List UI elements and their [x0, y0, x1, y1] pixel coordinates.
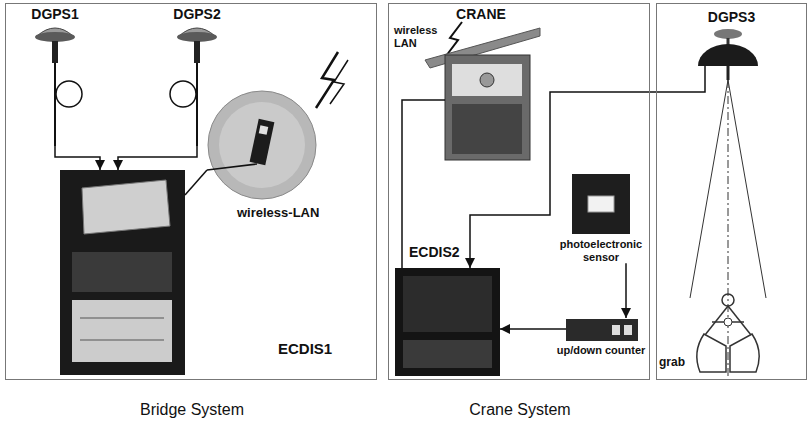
sensor-picture — [572, 174, 630, 234]
circle-shade — [219, 102, 305, 188]
node-label: ECDIS2 — [409, 244, 460, 260]
wire — [556, 328, 566, 330]
cone-line — [728, 80, 766, 298]
system-panel: CRANE ECDIS2 photoelectronic sensor up/down… — [388, 3, 650, 380]
cable — [54, 63, 56, 146]
antenna-pole — [727, 66, 730, 80]
adapter-light — [259, 125, 268, 134]
system-panel: DGPS1DGPS2wireless-LANECDIS1Bridge Syste… — [5, 3, 377, 380]
ecdis-unit: ECDIS2 — [395, 268, 500, 376]
antenna-base — [177, 32, 217, 42]
screen — [82, 180, 170, 234]
cone-line — [690, 80, 728, 298]
connector — [55, 146, 100, 170]
sensor-head — [588, 196, 614, 212]
connector — [625, 263, 627, 318]
wireless-adapter — [250, 119, 275, 165]
node-label: up/down counter — [556, 344, 646, 357]
counter-picture — [566, 319, 638, 341]
keyboard — [403, 340, 492, 368]
wire — [657, 66, 705, 92]
wireless-label: wireless LAN — [394, 24, 444, 49]
antenna-top — [714, 29, 742, 39]
gps-antenna — [657, 29, 758, 92]
node-label: ECDIS1 — [278, 340, 332, 357]
sensor-unit: photoelectronic sensor — [556, 172, 646, 263]
wireless-lan-device: wireless-LAN — [207, 90, 317, 200]
connector — [470, 92, 656, 268]
antenna-dome — [698, 44, 758, 66]
grab-jaw — [697, 334, 726, 372]
node-label: wireless-LAN — [237, 206, 319, 221]
ecdis-unit: ECDIS1 — [60, 170, 185, 375]
gps-antenna: DGPS1 — [18, 6, 92, 146]
counter-button — [612, 325, 620, 335]
node-label: DGPS1 — [18, 6, 92, 22]
panel — [72, 252, 172, 292]
center-line — [728, 80, 729, 376]
part-label: grab — [659, 356, 685, 370]
cable-coil — [170, 81, 196, 107]
circle-shape — [208, 91, 316, 199]
counter-button — [624, 325, 632, 335]
gps-antenna — [35, 28, 82, 146]
cable-coil — [56, 81, 82, 107]
antenna-pole — [194, 41, 200, 63]
node-label: DGPS3 — [657, 9, 806, 25]
gps-antenna — [170, 28, 217, 146]
drawer-line — [80, 318, 164, 319]
grab-picture — [690, 80, 766, 376]
connector — [500, 328, 556, 330]
connector — [402, 100, 420, 268]
sheave — [722, 294, 734, 306]
crane-cab — [445, 55, 530, 160]
node-label: photoelectronic sensor — [556, 238, 646, 263]
cabinet-body — [60, 170, 185, 375]
antenna-base — [35, 32, 75, 42]
wire — [420, 99, 445, 101]
antenna-pole — [52, 41, 58, 63]
ecdis-console — [395, 268, 500, 376]
cab-lower — [452, 104, 522, 154]
cable — [207, 164, 257, 170]
drawer — [72, 300, 172, 362]
console-body — [395, 268, 500, 376]
drawer-line — [80, 340, 164, 341]
node-label: Bridge System — [6, 401, 378, 419]
node-label: DGPS2 — [160, 6, 234, 22]
circle-outline — [207, 90, 317, 200]
grab-jaw — [730, 334, 759, 372]
wireless-symbol — [330, 60, 348, 104]
cable — [196, 63, 198, 146]
cab-window — [452, 64, 522, 96]
counter-unit: up/down counter — [556, 318, 646, 357]
node-label: CRANE — [420, 6, 542, 22]
screen — [403, 276, 492, 332]
antenna-panel: DGPS3 — [656, 3, 807, 380]
node-label: Crane System — [389, 401, 651, 419]
ecdis-cabinet — [60, 170, 185, 375]
connector — [118, 146, 197, 170]
cab-detail — [480, 73, 494, 87]
connector — [185, 170, 207, 195]
grab-pivot — [724, 318, 732, 326]
